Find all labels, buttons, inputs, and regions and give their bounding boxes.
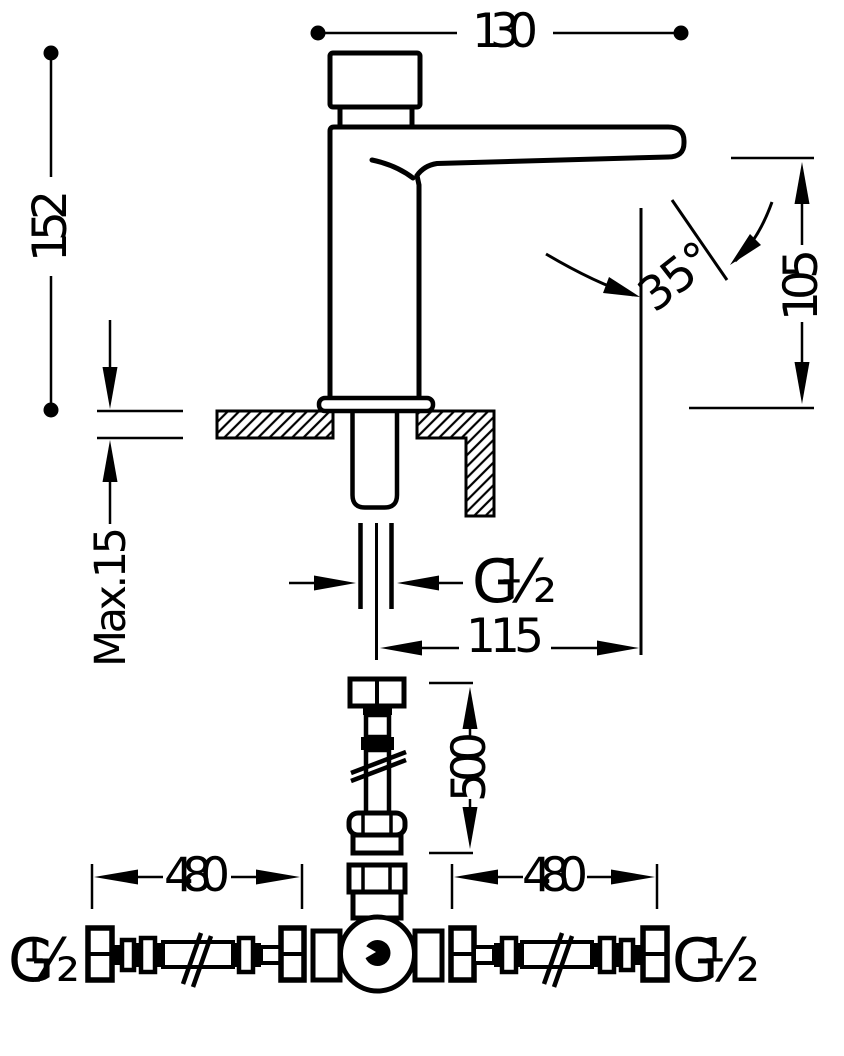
arrow-up bbox=[102, 440, 118, 482]
valve-body bbox=[310, 862, 445, 994]
countertop-section bbox=[97, 409, 496, 518]
faucet-base-flange bbox=[316, 395, 436, 414]
dim-spout-width-label: 130 bbox=[472, 4, 538, 59]
stream-angle-label: 35° bbox=[628, 230, 725, 323]
valve-neck bbox=[350, 889, 404, 921]
dim-body-height-label: 152 bbox=[23, 190, 78, 262]
angle-arrow-left bbox=[603, 277, 640, 297]
hose-collar bbox=[134, 943, 141, 967]
hose-collar bbox=[597, 935, 617, 975]
riser-segment bbox=[363, 712, 392, 740]
hose-collar bbox=[138, 935, 158, 975]
dim-left-hose-length-label: 480 bbox=[164, 848, 230, 903]
break-mark bbox=[541, 932, 565, 985]
valve-right-port bbox=[412, 928, 445, 983]
dim-body-height bbox=[43, 45, 59, 418]
faucet bbox=[316, 50, 687, 660]
arrow-down bbox=[794, 362, 810, 404]
dim-deck-thickness-label: Max.15 bbox=[86, 527, 136, 667]
arrow-right bbox=[314, 575, 356, 591]
valve-screw bbox=[364, 940, 391, 966]
arrow-right bbox=[597, 640, 639, 656]
arrow-down bbox=[462, 807, 478, 849]
stream-direction-line bbox=[670, 199, 729, 281]
break-mark bbox=[180, 932, 204, 985]
riser-lower-nut bbox=[346, 810, 408, 838]
dim-reach-label: 115 bbox=[466, 609, 544, 664]
hose-collar bbox=[614, 943, 621, 967]
angle-arrow-right bbox=[730, 234, 761, 265]
faucet-lever-lip bbox=[369, 157, 416, 181]
arrow-right bbox=[611, 869, 655, 885]
hose-collar bbox=[494, 943, 502, 967]
hose-collar bbox=[634, 945, 643, 965]
dim-right-hose-length-label: 480 bbox=[522, 848, 588, 903]
arrow-right bbox=[256, 869, 300, 885]
thread-bottom-right-label: G ½ bbox=[672, 926, 760, 996]
deck-left-slab bbox=[215, 409, 335, 440]
dim-riser-length-label: 500 bbox=[442, 732, 497, 802]
hose-collar bbox=[233, 943, 239, 967]
hose-collar bbox=[155, 943, 163, 967]
break-mark bbox=[551, 935, 575, 988]
hose-collar bbox=[236, 935, 256, 975]
break-mark bbox=[350, 749, 407, 776]
hose-collar bbox=[119, 937, 137, 973]
hose-collar bbox=[618, 937, 636, 973]
dim-riser-length bbox=[429, 681, 478, 855]
arrow-left bbox=[454, 869, 498, 885]
hose-collar bbox=[516, 943, 522, 967]
hose-collar bbox=[592, 943, 600, 967]
arrow-left bbox=[397, 575, 439, 591]
hose-shaft bbox=[472, 945, 496, 965]
arrow-down bbox=[102, 367, 118, 409]
dim-dot bbox=[43, 45, 59, 61]
stream-angle bbox=[545, 199, 774, 655]
thread-top-callout bbox=[289, 575, 463, 591]
arrow-left bbox=[94, 869, 138, 885]
dim-dot bbox=[43, 402, 59, 418]
dim-spout-width bbox=[310, 25, 689, 41]
hose-right bbox=[448, 925, 670, 988]
hose-collar bbox=[112, 945, 121, 965]
arrow-up bbox=[462, 687, 478, 729]
break-mark bbox=[190, 935, 214, 988]
dim-reach bbox=[380, 640, 639, 656]
deck-right-slab bbox=[415, 409, 496, 518]
riser-collar bbox=[363, 706, 392, 715]
arrow-up bbox=[794, 162, 810, 204]
hose-collar bbox=[253, 943, 261, 967]
riser-hose bbox=[346, 676, 408, 856]
dim-outlet-height-label: 105 bbox=[774, 249, 829, 321]
dim-left-hose-length bbox=[90, 864, 304, 909]
hose-left bbox=[85, 925, 307, 988]
dim-deck-thickness bbox=[102, 320, 118, 524]
dim-dot bbox=[310, 25, 326, 41]
thread-bottom-left-label: G½ bbox=[8, 926, 80, 996]
faucet-shank bbox=[350, 411, 400, 510]
dim-right-hose-length bbox=[450, 864, 659, 909]
valve-left-port bbox=[310, 928, 343, 983]
hose-shaft bbox=[259, 945, 283, 965]
riser-collar bbox=[361, 737, 394, 750]
break-mark bbox=[350, 757, 407, 784]
valve-top-nut bbox=[346, 862, 408, 895]
arrow-left bbox=[380, 640, 422, 656]
valve-screw-slot bbox=[364, 945, 376, 959]
riser-base-fitting bbox=[350, 832, 404, 856]
faucet-cap bbox=[327, 50, 423, 110]
faucet-body-spout bbox=[327, 124, 687, 402]
dim-dot bbox=[673, 25, 689, 41]
dim-outlet-height bbox=[689, 156, 814, 410]
hose-collar bbox=[499, 935, 519, 975]
thread-top-label: G½ bbox=[472, 547, 557, 617]
